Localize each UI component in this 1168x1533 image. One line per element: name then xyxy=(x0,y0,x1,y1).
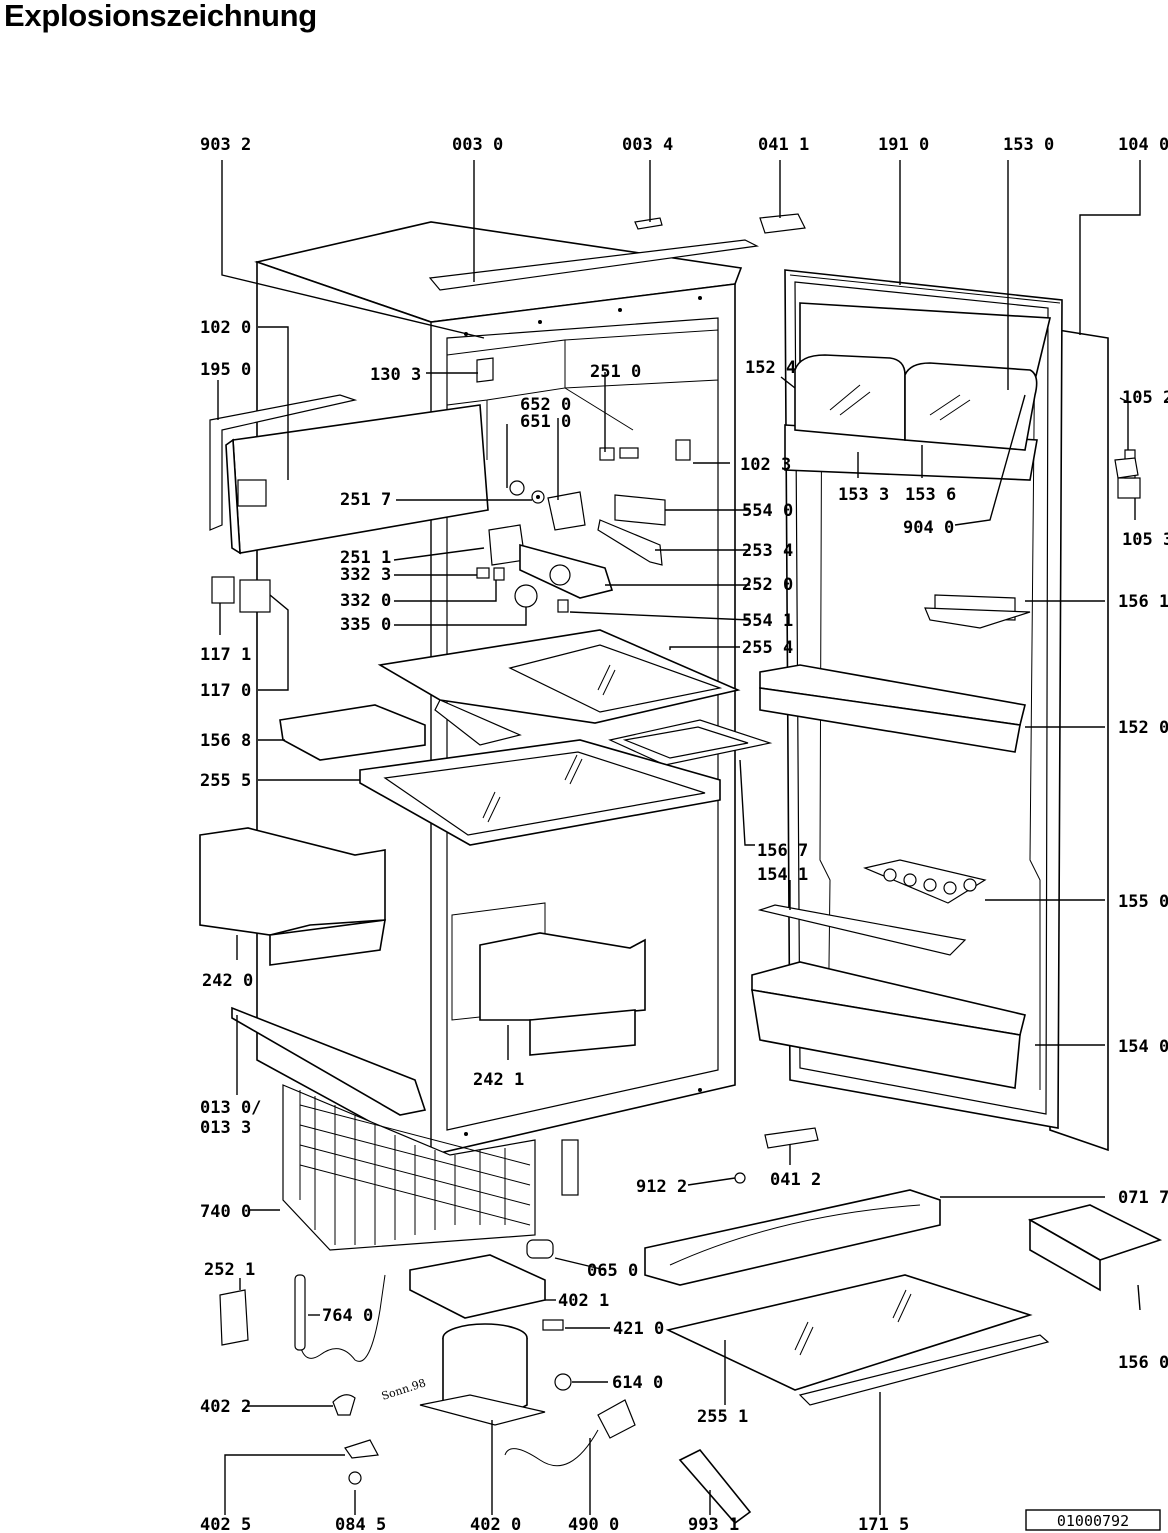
label-335-0: 335 0 xyxy=(340,615,391,635)
label-903-2: 903 2 xyxy=(200,135,251,155)
label-554-1: 554 1 xyxy=(742,611,793,631)
label-154-0: 154 0 xyxy=(1118,1037,1168,1057)
label-102-3: 102 3 xyxy=(740,455,791,475)
page-title: Explosionszeichnung xyxy=(4,0,317,33)
document-number-box: 01000792 xyxy=(1025,1509,1161,1531)
label-171-5: 171 5 xyxy=(858,1515,909,1533)
label-251-1: 251 1 xyxy=(340,548,391,568)
label-195-0: 195 0 xyxy=(200,360,251,380)
label-104-0: 104 0 xyxy=(1118,135,1168,155)
label-152-0: 152 0 xyxy=(1118,718,1168,738)
label-251-7: 251 7 xyxy=(340,490,391,510)
label-740-0: 740 0 xyxy=(200,1202,251,1222)
label-332-0: 332 0 xyxy=(340,591,391,611)
label-153-3: 153 3 xyxy=(838,485,889,505)
label-421-0: 421 0 xyxy=(613,1319,664,1339)
label-253-4: 253 4 xyxy=(742,541,793,561)
label-105-2: 105 2 xyxy=(1122,388,1168,408)
bottom-components xyxy=(219,213,1163,1525)
label-156-7: 156 7 xyxy=(757,841,808,861)
freezer-door xyxy=(209,394,489,555)
label-003-0: 003 0 xyxy=(452,135,503,155)
label-003-4: 003 4 xyxy=(622,135,673,155)
label-255-1: 255 1 xyxy=(697,1407,748,1427)
label-102-0: 102 0 xyxy=(200,318,251,338)
label-904-0: 904 0 xyxy=(903,518,954,538)
crisper-drawers xyxy=(199,827,646,1116)
label-242-1: 242 1 xyxy=(473,1070,524,1090)
label-117-0: 117 0 xyxy=(200,681,251,701)
label-156-0: 156 0 xyxy=(1118,1353,1168,1373)
label-332-3: 332 3 xyxy=(340,565,391,585)
handwritten-date: Sonn.98 xyxy=(380,1376,428,1403)
part-labels: 903 2 003 0 003 4 041 1 191 0 153 0 104 … xyxy=(200,135,1168,1533)
label-251-0: 251 0 xyxy=(590,362,641,382)
label-156-1: 156 1 xyxy=(1118,592,1168,612)
label-912-2: 912 2 xyxy=(636,1177,687,1197)
label-402-2: 402 2 xyxy=(200,1397,251,1417)
leader-lines xyxy=(217,160,1141,1515)
label-614-0: 614 0 xyxy=(612,1373,663,1393)
label-402-0: 402 0 xyxy=(470,1515,521,1533)
label-764-0: 764 0 xyxy=(322,1306,373,1326)
label-065-0: 065 0 xyxy=(587,1261,638,1281)
door-shelves xyxy=(751,594,1031,1089)
document-number: 01000792 xyxy=(1057,1512,1129,1530)
label-255-4: 255 4 xyxy=(742,638,793,658)
label-013-3: 013 3 xyxy=(200,1118,251,1138)
label-191-0: 191 0 xyxy=(878,135,929,155)
glass-shelves xyxy=(279,629,773,846)
door-butter-compartment xyxy=(784,302,1052,481)
control-assembly xyxy=(211,357,691,613)
label-993-1: 993 1 xyxy=(688,1515,739,1533)
hinge-pin xyxy=(1117,477,1141,499)
label-651-0: 651 0 xyxy=(520,412,571,432)
label-242-0: 242 0 xyxy=(202,971,253,991)
label-402-1: 402 1 xyxy=(558,1291,609,1311)
label-154-1: 154 1 xyxy=(757,865,808,885)
label-153-0: 153 0 xyxy=(1003,135,1054,155)
label-252-0: 252 0 xyxy=(742,575,793,595)
label-153-6: 153 6 xyxy=(905,485,956,505)
label-490-0: 490 0 xyxy=(568,1515,619,1533)
label-117-1: 117 1 xyxy=(200,645,251,665)
label-041-2: 041 2 xyxy=(770,1170,821,1190)
label-252-1: 252 1 xyxy=(204,1260,255,1280)
label-155-0: 155 0 xyxy=(1118,892,1168,912)
label-130-3: 130 3 xyxy=(370,365,421,385)
label-402-5: 402 5 xyxy=(200,1515,251,1533)
condenser-coil xyxy=(282,1084,579,1251)
label-156-8: 156 8 xyxy=(200,731,251,751)
label-255-5: 255 5 xyxy=(200,771,251,791)
label-013-0: 013 0/ xyxy=(200,1098,261,1118)
label-652-0: 652 0 xyxy=(520,395,571,415)
label-084-5: 084 5 xyxy=(335,1515,386,1533)
label-554-0: 554 0 xyxy=(742,501,793,521)
label-041-1: 041 1 xyxy=(758,135,809,155)
label-071-7: 071 7 xyxy=(1118,1188,1168,1208)
label-152-4: 152 4 xyxy=(745,358,796,378)
label-105-3: 105 3 xyxy=(1122,530,1168,550)
